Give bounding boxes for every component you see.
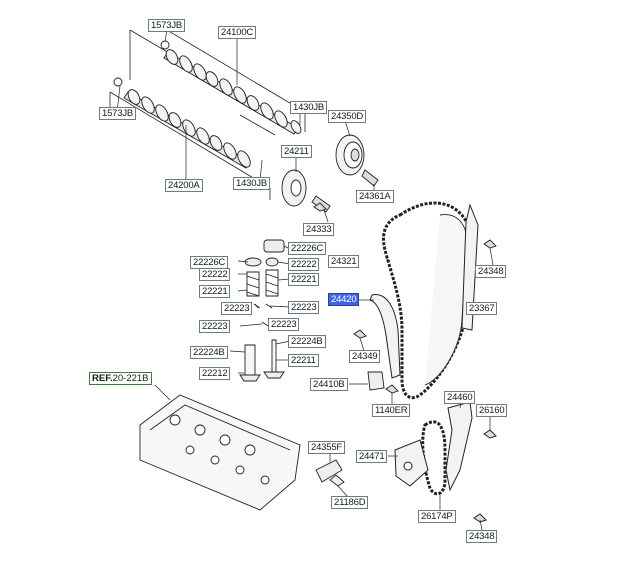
part-label-22223-d[interactable]: 22223 — [268, 318, 300, 331]
part-label-22222-left[interactable]: 22222 — [199, 268, 231, 281]
part-label-24471[interactable]: 24471 — [356, 450, 388, 463]
part-label-23367[interactable]: 23367 — [466, 302, 498, 315]
part-label-24460[interactable]: 24460 — [444, 391, 476, 404]
part-label-22221-left[interactable]: 22221 — [199, 285, 231, 298]
oil-control-valve — [315, 459, 345, 487]
part-label-24100c[interactable]: 24100C — [218, 26, 257, 39]
part-label-1430jb[interactable]: 1430JB — [290, 101, 328, 114]
part-label-24348-lower[interactable]: 24348 — [466, 530, 498, 543]
cvvt-sprocket — [335, 134, 379, 187]
part-label-24355f[interactable]: 24355F — [308, 441, 346, 454]
part-label-22226c-left[interactable]: 22226C — [190, 256, 229, 269]
part-label-24348[interactable]: 24348 — [475, 265, 507, 278]
part-label-24361a[interactable]: 24361A — [356, 190, 394, 203]
valve-train — [239, 239, 285, 382]
part-label-22223-c[interactable]: 22223 — [199, 320, 231, 333]
part-label-24350d[interactable]: 24350D — [328, 110, 367, 123]
part-label-22223-a[interactable]: 22223 — [221, 302, 253, 315]
part-label-22224b-right[interactable]: 22224B — [288, 335, 326, 348]
part-label-22226c-right[interactable]: 22226C — [288, 242, 327, 255]
part-label-22212[interactable]: 22212 — [199, 367, 231, 380]
part-label-1140er[interactable]: 1140ER — [372, 404, 411, 417]
part-label-22211[interactable]: 22211 — [288, 354, 319, 367]
part-label-24410b[interactable]: 24410B — [310, 378, 348, 391]
part-label-24333[interactable]: 24333 — [303, 223, 335, 236]
timing-chain-upper — [369, 201, 479, 400]
part-label-22221-right[interactable]: 22221 — [288, 273, 320, 286]
part-label-24200a[interactable]: 24200A — [165, 179, 203, 192]
part-label-26160[interactable]: 26160 — [476, 404, 508, 417]
part-label-1430jb-lower[interactable]: 1430JB — [233, 177, 271, 190]
part-label-24420[interactable]: 24420 — [328, 293, 360, 306]
part-label-21186d[interactable]: 21186D — [331, 496, 369, 509]
timing-chain-lower — [394, 401, 497, 523]
part-label-22224b-left[interactable]: 22224B — [190, 346, 228, 359]
cylinder-head — [139, 394, 301, 511]
part-label-1573jb[interactable]: 1573JB — [148, 19, 186, 32]
part-label-24349[interactable]: 24349 — [349, 350, 381, 363]
part-label-24211[interactable]: 24211 — [281, 145, 312, 158]
part-label-26174p[interactable]: 26174P — [418, 510, 456, 523]
part-label-1573jb-lower[interactable]: 1573JB — [99, 107, 137, 120]
ref-prefix: REF. — [92, 373, 113, 384]
intake-camshaft — [113, 77, 251, 169]
ref-value: 20-221B — [112, 373, 149, 384]
exhaust-camshaft — [160, 40, 302, 135]
part-label-22223-b[interactable]: 22223 — [288, 301, 320, 314]
ref-label-cylinder-head[interactable]: REF.20-221B — [89, 372, 152, 385]
part-label-22222-right[interactable]: 22222 — [288, 258, 320, 271]
part-label-24321[interactable]: 24321 — [328, 255, 360, 268]
